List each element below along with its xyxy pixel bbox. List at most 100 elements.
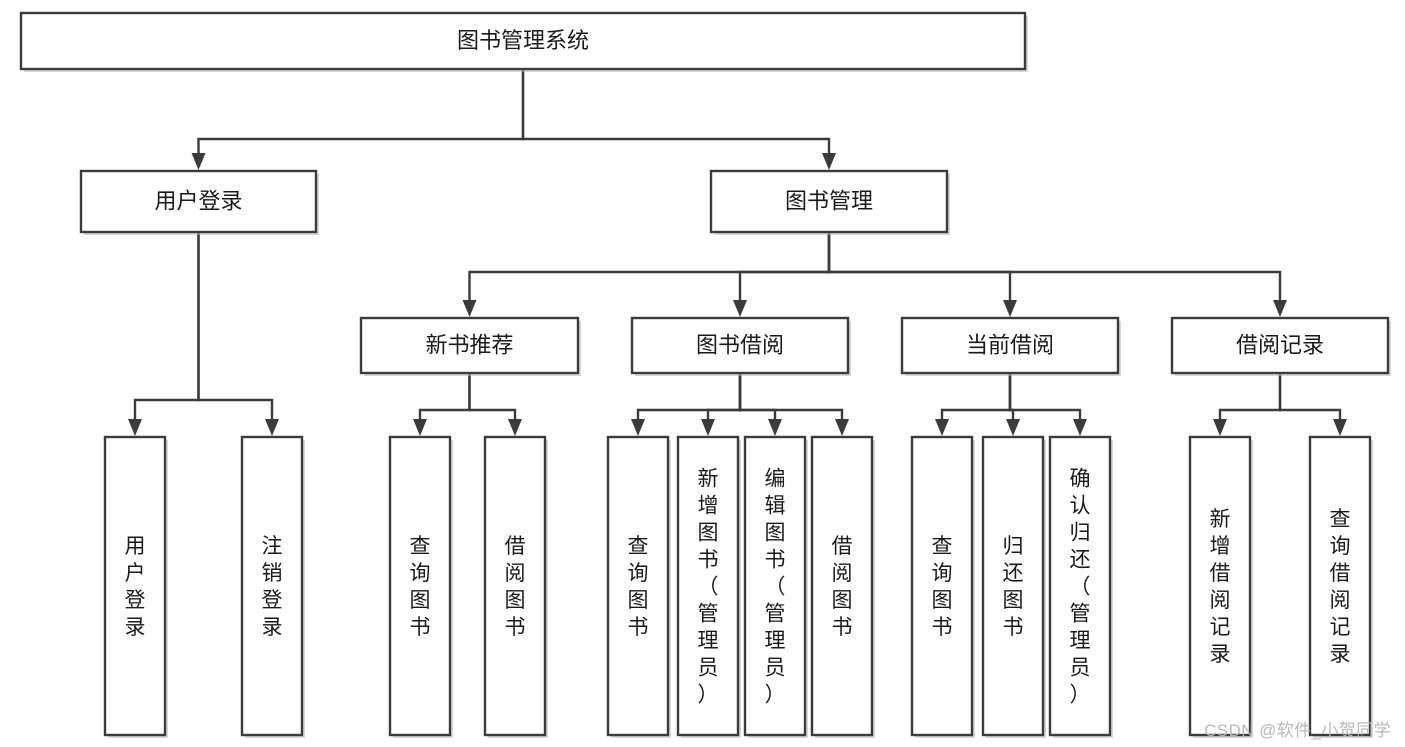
node-leaf-query-book-3[interactable]: 查询图书 [910, 435, 975, 738]
node-box[interactable] [1188, 435, 1252, 737]
node-leaf-borrow-book-2[interactable]: 借阅图书 [810, 435, 875, 738]
connector-line [636, 371, 742, 428]
node-label: 新增借阅记录 [1210, 508, 1231, 666]
node-box[interactable] [910, 435, 974, 737]
connector-line [738, 371, 844, 428]
connector-book-borrow-to-leaf-add-book-admin [701, 371, 742, 436]
node-leaf-return-book[interactable]: 归还图书 [981, 435, 1046, 738]
node-label: 查询借阅记录 [1330, 508, 1351, 666]
connector-borrow-record-to-leaf-query-borrow-record [1278, 371, 1347, 436]
node-box[interactable] [240, 435, 304, 737]
connector-current-borrow-to-leaf-return-book [1006, 371, 1020, 436]
arrow-head-icon [128, 419, 142, 436]
node-box[interactable] [900, 316, 1120, 375]
node-leaf-query-borrow-record[interactable]: 查询借阅记录 [1308, 435, 1373, 738]
arrow-head-icon [508, 419, 522, 436]
connector-line [1008, 371, 1082, 428]
arrow-head-icon [191, 153, 206, 170]
connector-new-book-recommend-to-leaf-borrow-book-1 [468, 371, 522, 436]
node-leaf-query-book-2[interactable]: 查询图书 [606, 435, 671, 738]
connector-root-to-book-manage [521, 67, 836, 170]
node-box[interactable] [1048, 435, 1112, 737]
node-box[interactable] [630, 316, 850, 375]
connector-line [827, 230, 1012, 309]
connector-line [940, 371, 1012, 428]
node-box[interactable] [103, 435, 167, 737]
arrow-head-icon [1006, 419, 1020, 436]
node-label: 用户登录 [154, 188, 242, 213]
node-box[interactable] [981, 435, 1045, 737]
arrow-head-icon [265, 419, 279, 436]
node-book-borrow[interactable]: 图书借阅 [630, 316, 851, 376]
node-leaf-logout-login[interactable]: 注销登录 [240, 435, 305, 738]
node-label: 查询图书 [628, 535, 649, 639]
connector-line [521, 67, 831, 162]
node-box[interactable] [388, 435, 452, 737]
node-leaf-add-book-admin[interactable]: 新增图书（管理员） [676, 435, 741, 738]
node-user-login[interactable]: 用户登录 [79, 169, 319, 235]
node-label: 借阅图书 [505, 535, 526, 639]
node-leaf-user-login[interactable]: 用户登录 [103, 435, 168, 738]
connector-book-borrow-to-leaf-edit-book-admin [738, 371, 782, 436]
connector-new-book-recommend-to-leaf-query-book-1 [413, 371, 471, 436]
node-label: 查询图书 [932, 535, 953, 639]
connector-book-manage-to-current-borrow [827, 230, 1017, 317]
connector-line [197, 230, 274, 428]
node-box[interactable] [743, 435, 807, 737]
connector-current-borrow-to-leaf-confirm-return-admin [1008, 371, 1087, 436]
connector-line [1278, 371, 1342, 428]
arrow-head-icon [1213, 419, 1227, 436]
arrow-head-icon [1003, 300, 1017, 317]
connector-book-borrow-to-leaf-borrow-book-2 [738, 371, 849, 436]
node-box[interactable] [709, 169, 949, 234]
node-box[interactable] [359, 316, 580, 375]
node-box[interactable] [19, 11, 1027, 71]
node-box[interactable] [606, 435, 670, 737]
node-label: 编辑图书（管理员） [765, 468, 786, 707]
node-box[interactable] [1308, 435, 1372, 737]
node-leaf-add-borrow-record[interactable]: 新增借阅记录 [1188, 435, 1253, 738]
watermark-label: CSDN @软件_小贺同学 [1204, 721, 1391, 740]
node-label: 查询图书 [410, 535, 431, 639]
node-label: 图书管理系统 [457, 28, 589, 53]
arrow-head-icon [1333, 419, 1347, 436]
node-label: 注销登录 [262, 535, 283, 639]
node-box[interactable] [676, 435, 740, 737]
node-leaf-borrow-book-1[interactable]: 借阅图书 [483, 435, 548, 738]
node-book-manage[interactable]: 图书管理 [709, 169, 950, 235]
node-box[interactable] [810, 435, 874, 737]
arrow-head-icon [822, 153, 836, 170]
arrow-head-icon [835, 419, 849, 436]
arrow-head-icon [1273, 300, 1287, 317]
connector-user-login-to-leaf-user-login [128, 230, 200, 436]
connector-line [197, 67, 525, 162]
connector-line [706, 371, 742, 428]
node-box[interactable] [1170, 316, 1390, 375]
node-box[interactable] [483, 435, 547, 737]
connector-line [1218, 371, 1282, 428]
arrow-head-icon [413, 419, 427, 436]
node-label: 新书推荐 [425, 332, 513, 357]
node-leaf-confirm-return-admin[interactable]: 确认归还（管理员） [1048, 435, 1113, 738]
arrow-head-icon [462, 300, 477, 317]
node-current-borrow[interactable]: 当前借阅 [900, 316, 1121, 376]
connector-line [133, 230, 200, 428]
node-box[interactable] [79, 169, 318, 234]
arrow-head-icon [1073, 419, 1087, 436]
node-label: 图书管理 [785, 188, 873, 213]
connector-user-login-to-leaf-logout-login [197, 230, 279, 436]
node-borrow-record[interactable]: 借阅记录 [1170, 316, 1391, 376]
node-label: 当前借阅 [966, 332, 1054, 357]
connector-line [468, 230, 831, 309]
connector-current-borrow-to-leaf-query-book-3 [935, 371, 1012, 436]
node-label: 图书借阅 [696, 332, 784, 357]
node-root[interactable]: 图书管理系统 [19, 11, 1028, 72]
arrow-head-icon [701, 419, 715, 436]
node-label: 借阅记录 [1236, 332, 1324, 357]
node-leaf-edit-book-admin[interactable]: 编辑图书（管理员） [743, 435, 808, 738]
node-new-book-recommend[interactable]: 新书推荐 [359, 316, 581, 376]
node-leaf-query-book-1[interactable]: 查询图书 [388, 435, 453, 738]
node-label: 新增图书（管理员） [698, 468, 719, 707]
